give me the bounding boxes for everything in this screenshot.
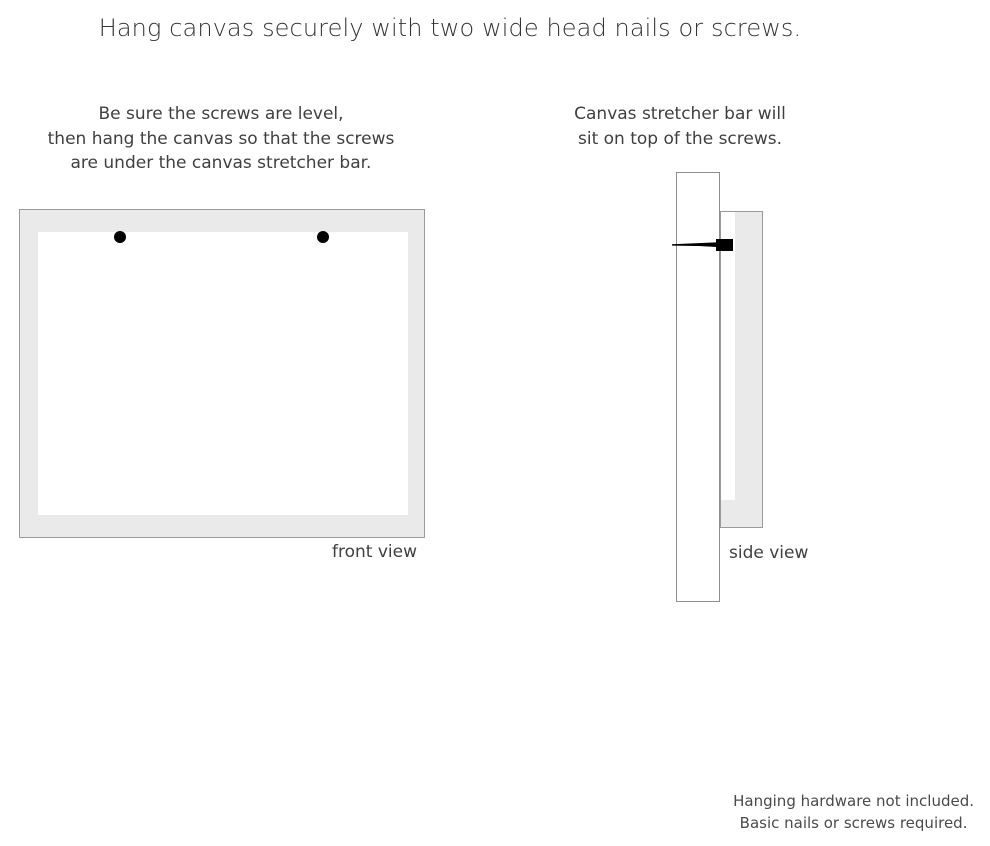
canvas-surface [38, 232, 408, 515]
page-title: Hang canvas securely with two wide head … [98, 14, 802, 42]
canvas-stretcher-bar [720, 211, 763, 528]
side-view-label: side view [729, 543, 809, 563]
side-view-instructions: Canvas stretcher bar will sit on top of … [560, 102, 800, 151]
instruction-line: then hang the canvas so that the screws [47, 128, 395, 149]
screw-shape-icon [672, 239, 733, 251]
footer-line: Basic nails or screws required. [739, 814, 968, 832]
instruction-line: Canvas stretcher bar will [574, 104, 786, 124]
footer-line: Hanging hardware not included. [733, 792, 974, 810]
front-view-instructions: Be sure the screws are level, then hang … [12, 102, 430, 176]
front-view-label: front view [332, 542, 417, 562]
wide-head-screw [672, 236, 733, 251]
instruction-line: sit on top of the screws. [577, 128, 783, 149]
footer-note: Hanging hardware not included. Basic nai… [733, 790, 974, 834]
side-view-diagram [672, 172, 766, 604]
stretcher-bar-inner-face [721, 212, 735, 500]
screw-head-right [317, 231, 329, 243]
instruction-line: are under the canvas stretcher bar. [70, 153, 372, 173]
screw-head-left [114, 231, 126, 243]
front-view-diagram [19, 209, 425, 538]
instruction-line: Be sure the screws are level, [98, 104, 344, 124]
